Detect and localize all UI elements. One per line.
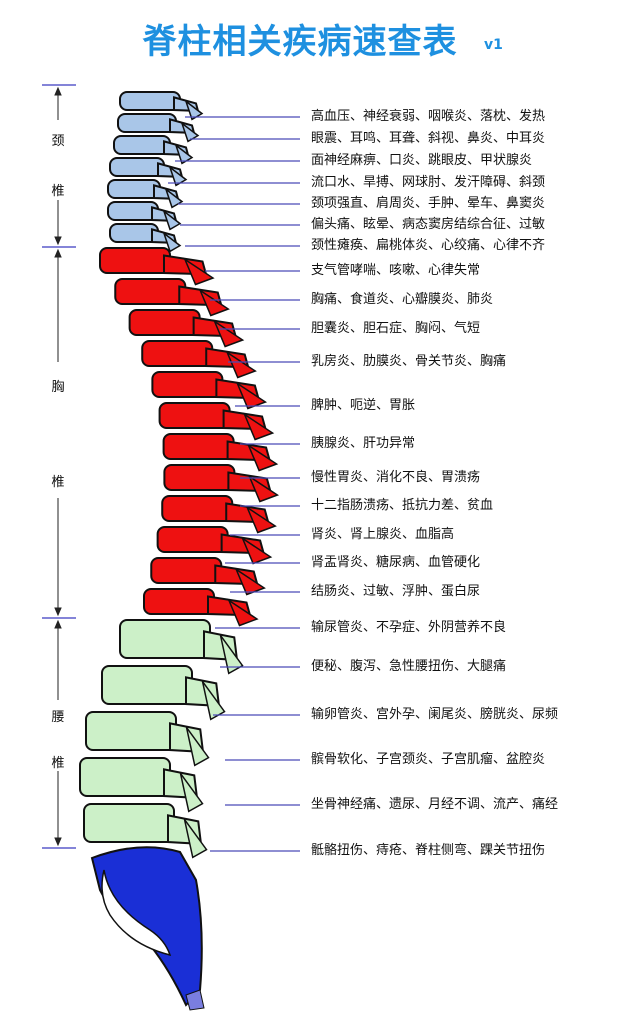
- disease-label: 肾炎、肾上腺炎、血脂高: [311, 527, 455, 542]
- cervical-vertebra: [107, 201, 182, 231]
- thoracic-vertebra: [143, 588, 259, 627]
- disease-label: 结肠炎、过敏、浮肿、蛋白尿: [311, 584, 481, 599]
- disease-label: 胰腺炎、肝功异常: [311, 436, 416, 451]
- connector-lines: [168, 116, 300, 852]
- disease-label: 偏头痛、眩晕、病态窦房结综合征、过敏: [311, 217, 546, 232]
- lumbar-vertebra: [79, 757, 204, 813]
- disease-label: 面神经麻痹、口炎、跳眼皮、甲状腺炎: [311, 153, 533, 168]
- sacrum: [90, 846, 205, 1011]
- region-brackets: [42, 84, 76, 849]
- disease-label: 髌骨软化、子宫颈炎、子宫肌瘤、盆腔炎: [311, 752, 546, 767]
- region-thoracic-char-1: 胸: [46, 376, 70, 395]
- lumbar-vertebra: [119, 619, 244, 675]
- region-arrows: [54, 86, 62, 847]
- thoracic-vertebra: [158, 402, 275, 441]
- region-thoracic-char-2: 椎: [46, 471, 70, 490]
- spine-illustration: [79, 91, 280, 1011]
- disease-label: 骶骼扭伤、痔疮、脊柱侧弯、踝关节扭伤: [311, 843, 546, 858]
- disease-label: 胆囊炎、胆石症、胸闷、气短: [311, 321, 481, 336]
- disease-label: 输卵管炎、宫外孕、阑尾炎、膀胱炎、尿频: [311, 707, 559, 722]
- disease-label: 十二指肠溃疡、抵抗力差、贫血: [311, 498, 494, 513]
- lumbar-vertebra: [83, 803, 208, 859]
- lumbar-vertebra: [101, 665, 226, 721]
- disease-label: 眼震、耳鸣、耳聋、斜视、鼻炎、中耳炎: [311, 131, 546, 146]
- cervical-vertebra: [109, 157, 188, 187]
- cervical-vertebra: [113, 135, 194, 165]
- disease-label: 脾肿、呃逆、胃胀: [311, 398, 416, 413]
- disease-label: 流口水、旱搏、网球肘、发汗障碍、斜颈: [311, 175, 546, 190]
- disease-label: 肾盂肾炎、糖尿病、血管硬化: [311, 555, 481, 570]
- region-lumbar-char-2: 椎: [46, 752, 70, 771]
- disease-label: 支气管哮喘、咳嗽、心律失常: [311, 263, 481, 278]
- thoracic-vertebra: [156, 526, 273, 565]
- thoracic-vertebra: [99, 247, 215, 286]
- disease-label: 颈性瘫痪、扁桃体炎、心绞痛、心律不齐: [311, 238, 546, 253]
- thoracic-vertebra: [162, 433, 279, 472]
- disease-label: 高血压、神经衰弱、咽喉炎、落枕、发热: [311, 109, 546, 124]
- region-cervical-char-2: 椎: [46, 180, 70, 199]
- thoracic-vertebra: [163, 464, 280, 503]
- disease-label: 慢性胃炎、消化不良、胃溃疡: [311, 470, 481, 485]
- page-title: 脊柱相关疾病速查表: [142, 22, 458, 62]
- thoracic-vertebra: [128, 309, 245, 348]
- disease-label: 便秘、腹泻、急性腰扭伤、大腿痛: [311, 659, 507, 674]
- thoracic-vertebra: [161, 495, 277, 534]
- disease-label: 输尿管炎、不孕症、外阴营养不良: [311, 620, 507, 635]
- thoracic-vertebra: [150, 557, 266, 596]
- disease-label: 乳房炎、肋膜炎、骨关节炎、胸痛: [311, 354, 507, 369]
- cervical-vertebra: [109, 223, 182, 253]
- lumbar-vertebra: [85, 711, 210, 767]
- disease-label: 颈项强直、肩周炎、手肿、晕车、鼻窦炎: [311, 196, 546, 211]
- region-cervical-char-1: 颈: [46, 130, 70, 149]
- disease-label: 胸痛、食道炎、心瓣膜炎、肺炎: [311, 292, 494, 307]
- region-lumbar-char-1: 腰: [46, 706, 70, 725]
- disease-label: 坐骨神经痛、遗尿、月经不调、流产、痛经: [311, 797, 559, 812]
- cervical-vertebra: [107, 179, 184, 209]
- cervical-vertebra: [119, 91, 204, 121]
- version-label: v1: [484, 37, 503, 53]
- thoracic-vertebra: [151, 371, 268, 410]
